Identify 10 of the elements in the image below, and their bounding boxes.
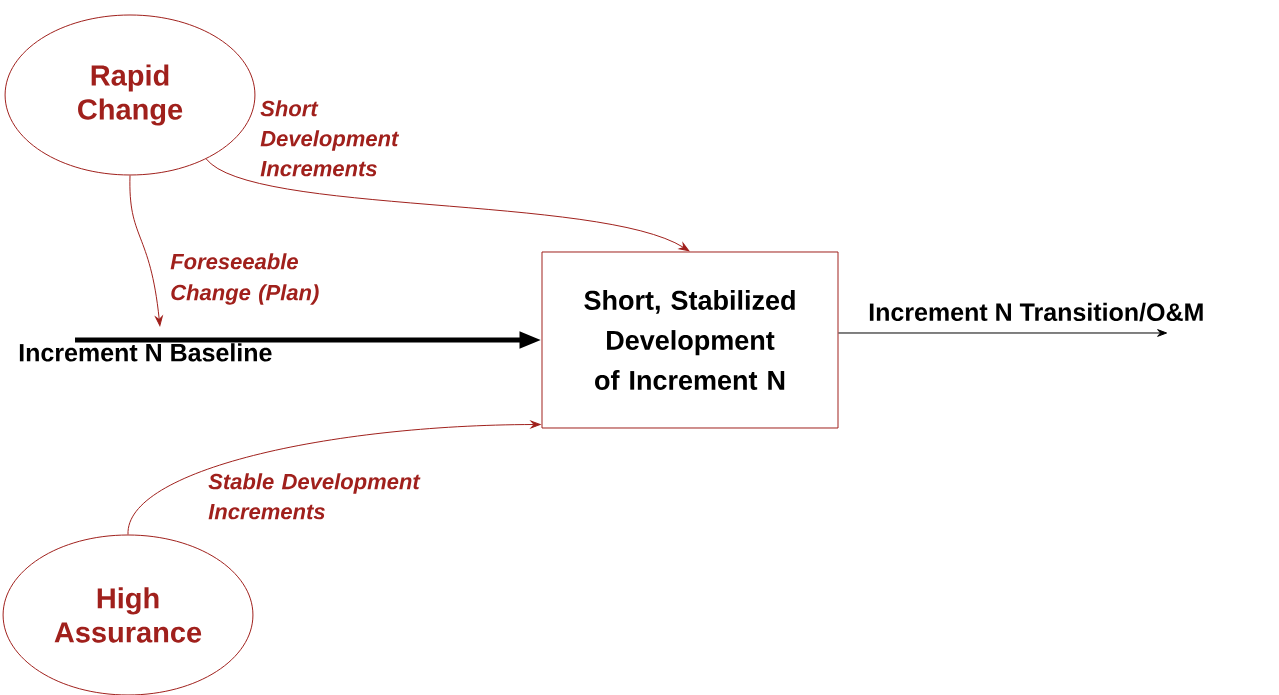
edge-label: Foreseeable Change (Plan) [170,253,319,305]
arrow [129,175,163,327]
edge-label: Increment N Transition/O&M [869,302,1203,322]
arrow [205,158,690,252]
arrow [838,329,1168,337]
arrow [127,420,541,535]
process-box: Short, Stabilized Development of Increment N [541,251,839,429]
baseline-text: Increment N Baseline [19,343,272,362]
edge-label: Stable Development Increments [208,473,421,520]
edge-label: Short Development Increments [260,100,400,177]
